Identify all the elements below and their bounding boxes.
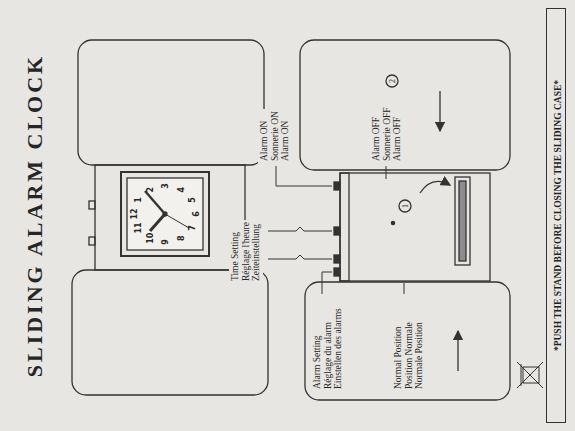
cross [517,362,543,388]
clock-numeral: 9 [161,239,170,245]
cross [517,362,543,388]
recycle-bin-symbol [517,362,543,388]
label-line: Sonnerie ON [270,111,281,161]
rotate-arrow [420,181,450,193]
label-line: Réglage l'heure [241,222,252,281]
button [89,237,95,245]
label-line: Alarm ON [259,111,270,161]
leader-line [386,166,387,179]
clock-face-frame [121,172,209,256]
clock-numeral: 10 [145,233,154,244]
leader-line [276,166,332,186]
label-line: Position Normale [404,322,415,389]
label-line: Normale Position [414,322,425,389]
button [89,201,95,209]
alarm-knob [334,268,340,276]
open-clock [72,40,268,395]
hole [391,221,394,224]
clock-back [340,173,490,281]
leader-line [268,227,332,231]
label-line: Normal Position [393,322,404,389]
label-line: Alarm ON [280,111,291,161]
clock-numeral: 7 [187,225,196,231]
leader-line [404,283,405,294]
callout-circle [386,75,398,87]
leader-lines [268,166,404,294]
clock-back-view [300,40,510,400]
slide-arrow [457,331,458,371]
callout-circle [399,200,411,212]
label-line: Alarm OFF [371,107,382,161]
label-line: Time Setting [230,222,241,281]
callout-number: 2 [388,79,397,83]
callout-number: 1 [401,204,410,208]
alarm-setting-label: Alarm SettingRéglage du alarmEinstellen … [311,306,345,391]
time-knob [334,255,340,263]
label-line: Alarm OFF [392,107,403,161]
clock-numeral: 4 [176,187,185,193]
label-line: Réglage du alarm [323,308,334,389]
clock-numeral: 6 [192,211,201,217]
minute-hand [145,191,165,214]
time-knob [334,227,340,235]
left-slide-panel [72,270,268,395]
normal-position-label: Normal PositionPosition NormaleNormale P… [392,320,426,391]
label-line: Sonnerie OFF [382,107,393,161]
time-setting-label: Time SettingRéglage l'heureZeiteinstellu… [229,220,263,283]
hour-hand [150,214,165,231]
label-line: Alarm Setting [312,308,323,389]
bin-lid [521,364,522,386]
slide-arrow [439,91,440,131]
label-line: Einstellen des alarms [333,308,344,389]
leader-line [268,255,332,259]
stand-inner [459,181,466,261]
right-slide-panel [78,40,264,165]
label-line: Zeiteinstellung [251,222,262,281]
alarm-switch [334,182,340,190]
leader-line [322,272,332,294]
clock-face [127,178,203,250]
clock-numeral: 8 [176,235,185,241]
left-slide-panel [305,282,510,400]
notice-box: *PUSH THE STAND BEFORE CLOSING THE SLIDI… [546,8,566,423]
second-hand [165,214,189,228]
clock-numeral: 5 [187,197,196,203]
clock-body [95,165,245,270]
clock-numeral: 12 [130,208,139,219]
clock-numeral: 1 [134,197,143,203]
stand [455,177,470,265]
title: SLIDING ALARM CLOCK [22,0,48,431]
clock-numeral: 2 [145,187,154,193]
top-strip [340,173,349,281]
alarm-on-label: Alarm ONSonnerie ONAlarm ON [258,109,292,163]
clock-numeral: 3 [161,183,170,189]
alarm-off-label: Alarm OFFSonnerie OFFAlarm OFF [370,105,404,163]
clock-numeral: 11 [134,222,143,233]
notice-text: *PUSH THE STAND BEFORE CLOSING THE SLIDI… [550,80,566,351]
hand-pin [163,212,167,216]
bin-body [523,367,539,383]
right-slide-panel [300,40,510,170]
